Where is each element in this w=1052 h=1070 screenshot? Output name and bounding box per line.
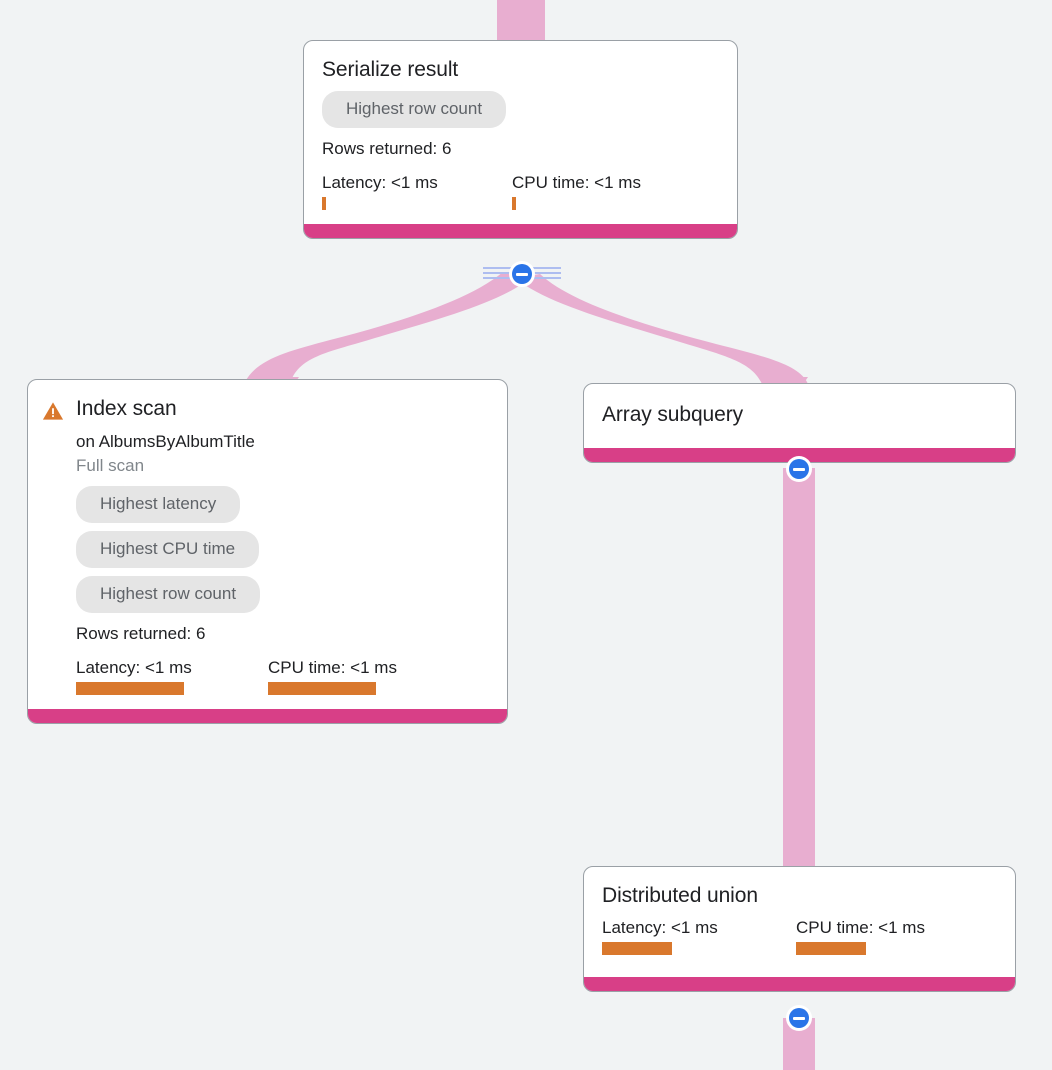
edge-array-subquery-to-distributed-union — [783, 468, 815, 868]
node-subtitle: on AlbumsByAlbumTitle — [76, 432, 255, 451]
node-index-scan-body: Index scan on AlbumsByAlbumTitle Full sc… — [28, 380, 507, 709]
metric-latency: Latency: <1 ms — [322, 172, 512, 210]
collapse-array-subquery-button[interactable] — [786, 456, 812, 482]
metric-cpu-time: CPU time: <1 ms — [796, 917, 925, 955]
node-accent-bar — [584, 448, 1015, 462]
collapse-distributed-union-button[interactable] — [786, 1005, 812, 1031]
metrics-row: Latency: <1 ms CPU time: <1 ms — [76, 657, 489, 695]
metric-latency-label: Latency: <1 ms — [322, 173, 438, 192]
chip-row: Highest CPU time — [76, 523, 489, 568]
node-distributed-union-header: Distributed union — [602, 883, 997, 909]
node-serialize-result-header: Serialize result — [322, 57, 719, 83]
metric-cpu-time-bar — [268, 682, 376, 695]
metric-cpu-time-label: CPU time: <1 ms — [512, 173, 641, 192]
chip-highest-row-count[interactable]: Highest row count — [322, 91, 507, 128]
minus-icon — [516, 273, 528, 276]
node-title: Serialize result — [322, 58, 459, 81]
chip-highest-latency[interactable]: Highest latency — [76, 486, 241, 523]
node-serialize-result[interactable]: Serialize result Highest row count Rows … — [303, 40, 738, 239]
node-serialize-result-body: Serialize result Highest row count Rows … — [304, 41, 737, 224]
node-index-scan-details: on AlbumsByAlbumTitle Full scan Highest … — [42, 429, 489, 695]
warning-triangle-icon — [42, 402, 64, 420]
node-title: Index scan — [76, 397, 177, 420]
chip-highest-row-count[interactable]: Highest row count — [76, 576, 261, 613]
rows-returned: Rows returned: 6 — [322, 139, 452, 158]
node-accent-bar — [28, 709, 507, 723]
node-array-subquery-header: Array subquery — [602, 402, 997, 428]
metric-latency: Latency: <1 ms — [76, 657, 268, 695]
metrics-row: Latency: <1 ms CPU time: <1 ms — [322, 172, 719, 210]
edge-incoming-top — [497, 0, 545, 44]
metric-latency-label: Latency: <1 ms — [76, 658, 192, 677]
node-accent-bar — [304, 224, 737, 238]
node-accent-bar — [584, 977, 1015, 991]
chip-row: Highest latency — [76, 478, 489, 523]
node-index-scan-header: Index scan — [42, 396, 489, 422]
edge-serialize-to-index-scan — [244, 272, 533, 384]
chip-highest-cpu-time[interactable]: Highest CPU time — [76, 531, 260, 568]
metric-cpu-time-bar — [796, 942, 866, 955]
metric-latency-bar — [322, 197, 326, 210]
metric-latency-label: Latency: <1 ms — [602, 918, 718, 937]
metric-cpu-time: CPU time: <1 ms — [268, 657, 397, 695]
node-array-subquery-body: Array subquery — [584, 384, 1015, 448]
chip-row: Highest row count — [76, 568, 489, 613]
metric-cpu-time-label: CPU time: <1 ms — [268, 658, 397, 677]
metric-latency-bar — [76, 682, 184, 695]
rows-returned: Rows returned: 6 — [76, 624, 206, 643]
node-scan-type: Full scan — [76, 456, 145, 475]
node-title: Array subquery — [602, 403, 743, 426]
metric-cpu-time-label: CPU time: <1 ms — [796, 918, 925, 937]
metrics-row: Latency: <1 ms CPU time: <1 ms — [602, 917, 997, 955]
collapse-serialize-result-button[interactable] — [509, 261, 535, 287]
chip-row: Highest row count — [322, 83, 719, 128]
node-distributed-union[interactable]: Distributed union Latency: <1 ms CPU tim… — [583, 866, 1016, 992]
metric-latency: Latency: <1 ms — [602, 917, 796, 955]
node-index-scan[interactable]: Index scan on AlbumsByAlbumTitle Full sc… — [27, 379, 508, 724]
metric-cpu-time: CPU time: <1 ms — [512, 172, 641, 210]
metric-latency-bar — [602, 942, 672, 955]
node-title: Distributed union — [602, 884, 758, 907]
minus-icon — [793, 468, 805, 471]
node-array-subquery[interactable]: Array subquery — [583, 383, 1016, 463]
node-distributed-union-body: Distributed union Latency: <1 ms CPU tim… — [584, 867, 1015, 977]
minus-icon — [793, 1017, 805, 1020]
metric-cpu-time-bar — [512, 197, 516, 210]
edge-serialize-to-array-subquery — [515, 274, 808, 384]
